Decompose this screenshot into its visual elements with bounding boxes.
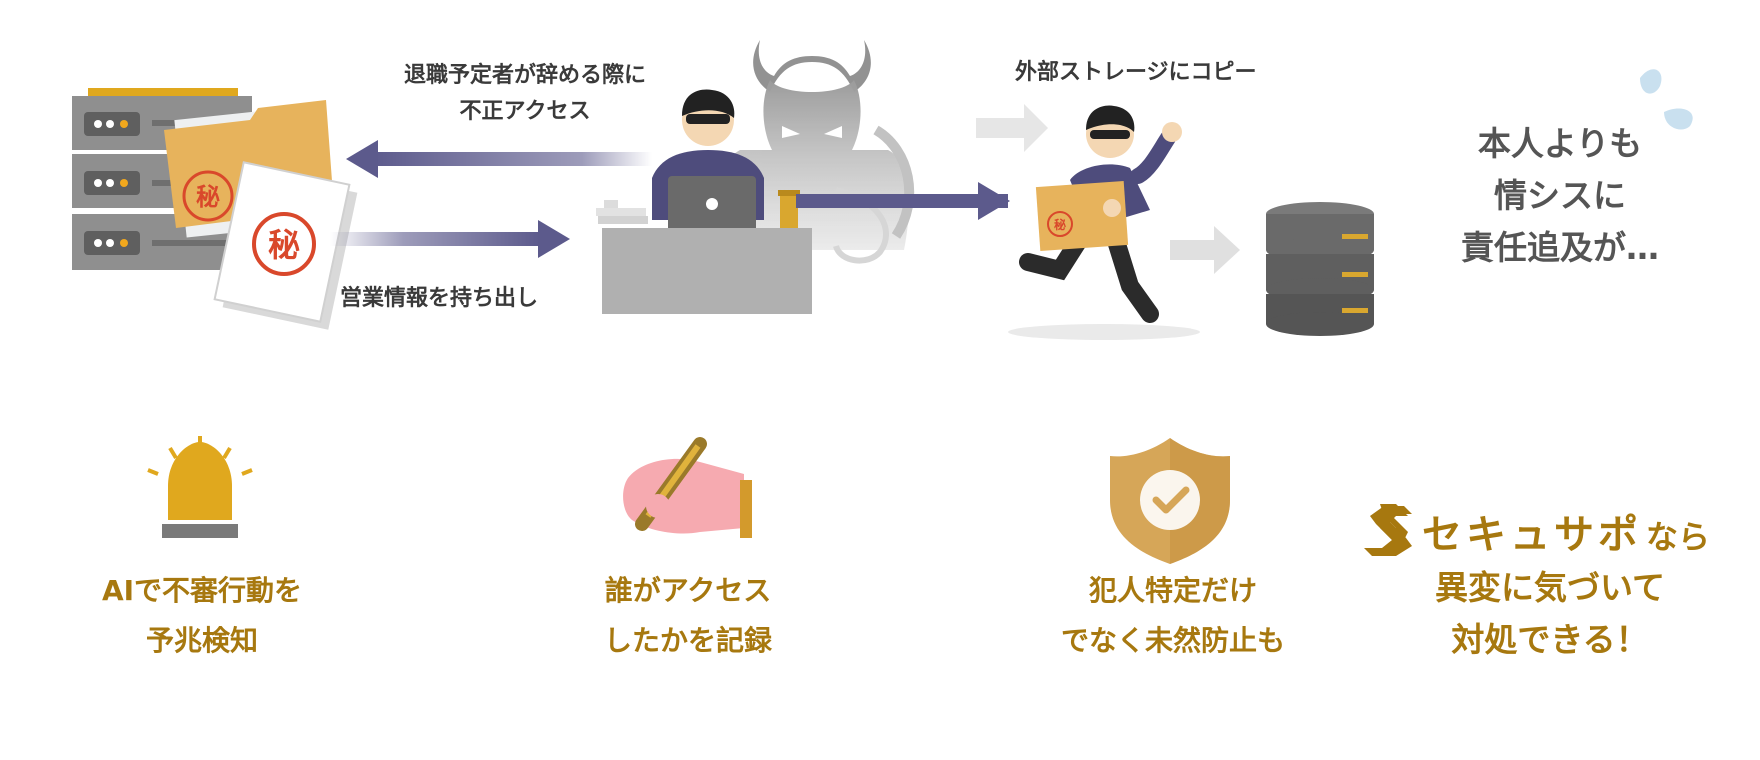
feature-line1: AIで不審行動を — [101, 574, 303, 607]
to-thief-arrow — [796, 182, 1010, 220]
writing-hand-icon — [623, 437, 752, 538]
folder-stamp-text: 秘 — [196, 183, 220, 211]
running-thief-icon: 秘 — [1008, 105, 1200, 340]
feature-line1: 犯人特定だけ — [1088, 574, 1257, 607]
blame-line2: 情シスに — [1494, 176, 1626, 215]
feature-access-log: 誰がアクセス したかを記録 — [538, 566, 838, 666]
external-storage-icon — [1266, 202, 1374, 336]
feature-line2: 予兆検知 — [145, 624, 258, 657]
alarm-light-icon — [147, 436, 253, 538]
blame-line3: 責任追及が… — [1461, 228, 1659, 267]
brand-message-line2: 対処できる！ — [1451, 620, 1649, 659]
access-arrow — [346, 140, 652, 178]
unauthorized-access-line2: 不正アクセス — [459, 99, 591, 124]
blame-message: 本人よりも 情シスに 責任追及が… — [1430, 118, 1690, 274]
feature-line1: 誰がアクセス — [604, 574, 772, 607]
feature-line2: でなく未然防止も — [1060, 624, 1285, 657]
document-stamp-text: 秘 — [268, 226, 300, 264]
brand-message: 異変に気づいて 対処できる！ — [1395, 562, 1705, 666]
insider-at-desk-icon — [596, 89, 812, 314]
unauthorized-access-line1: 退職予定者が辞める際に — [403, 63, 646, 88]
brand-message-line1: 異変に気づいて — [1434, 568, 1665, 607]
feature-line2: したかを記録 — [603, 624, 772, 657]
storage-flow-arrow — [1170, 226, 1240, 274]
take-out-info-label: 営業情報を持ち出し — [340, 286, 539, 311]
blame-line1: 本人よりも — [1477, 124, 1643, 163]
take-out-arrow — [330, 220, 570, 258]
copy-external-label: 外部ストレージにコピー — [1015, 60, 1257, 85]
secret-documents-icon: 秘 — [213, 161, 358, 330]
brand-suffix: なら — [1646, 518, 1711, 556]
sekusapo-logo-icon — [1364, 504, 1412, 556]
sweat-drops-icon — [1640, 69, 1693, 130]
feature-ai-detection: AIで不審行動を 予兆検知 — [52, 566, 352, 666]
shield-check-icon — [1110, 438, 1230, 564]
brand-row: セキュサポ なら — [1360, 498, 1720, 558]
feature-prevention: 犯人特定だけ でなく未然防止も — [1023, 566, 1323, 666]
brand-name: セキュサポ — [1422, 512, 1642, 558]
thief-folder-stamp-text: 秘 — [1054, 217, 1066, 232]
unauthorized-access-label: 退職予定者が辞める際に 不正アクセス — [355, 58, 695, 130]
copy-flow-arrow — [976, 104, 1048, 152]
